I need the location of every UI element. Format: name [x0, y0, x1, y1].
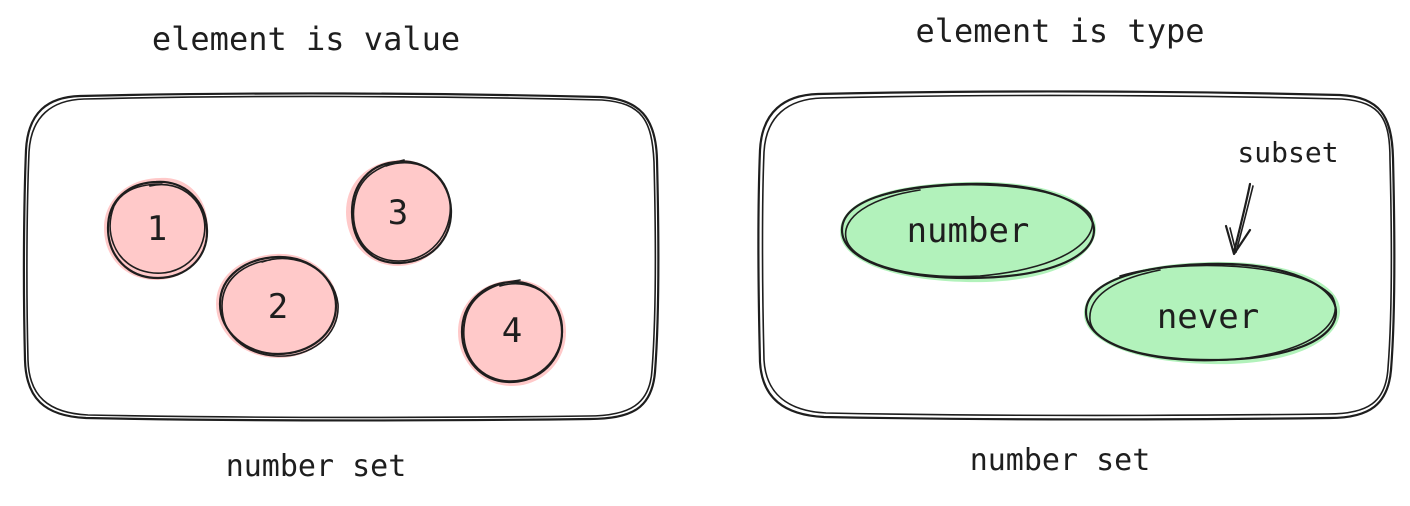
right-set-box [757, 90, 1396, 421]
type-node-number: number [839, 181, 1097, 283]
type-node-never: never [1083, 261, 1341, 365]
type-node-number-fill [839, 181, 1097, 283]
value-label-2: 2 [268, 287, 288, 327]
right-panel: element is type number never subset [757, 12, 1396, 478]
type-node-never-fill [1083, 261, 1341, 365]
value-label-3: 3 [388, 193, 408, 233]
value-node-4-fill [458, 279, 566, 386]
type-label-number: number [907, 211, 1030, 251]
value-label-4: 4 [502, 311, 522, 351]
value-node-2-fill [216, 253, 338, 358]
value-node-1: 1 [104, 177, 209, 280]
left-panel: element is value 1 2 3 [22, 20, 660, 484]
value-node-2: 2 [216, 253, 339, 358]
left-set-box [22, 92, 660, 422]
left-panel-caption: number set [226, 449, 407, 484]
right-panel-caption: number set [970, 443, 1151, 478]
value-node-3: 3 [346, 159, 453, 266]
value-node-1-fill [104, 177, 208, 280]
subset-arrow [1224, 182, 1254, 256]
left-panel-title: element is value [152, 20, 460, 58]
value-node-3-fill [346, 159, 450, 266]
subset-annotation: subset [1237, 136, 1338, 169]
value-node-4: 4 [458, 279, 566, 386]
type-label-never: never [1157, 297, 1259, 337]
right-panel-title: element is type [916, 12, 1205, 50]
value-label-1: 1 [147, 209, 167, 249]
